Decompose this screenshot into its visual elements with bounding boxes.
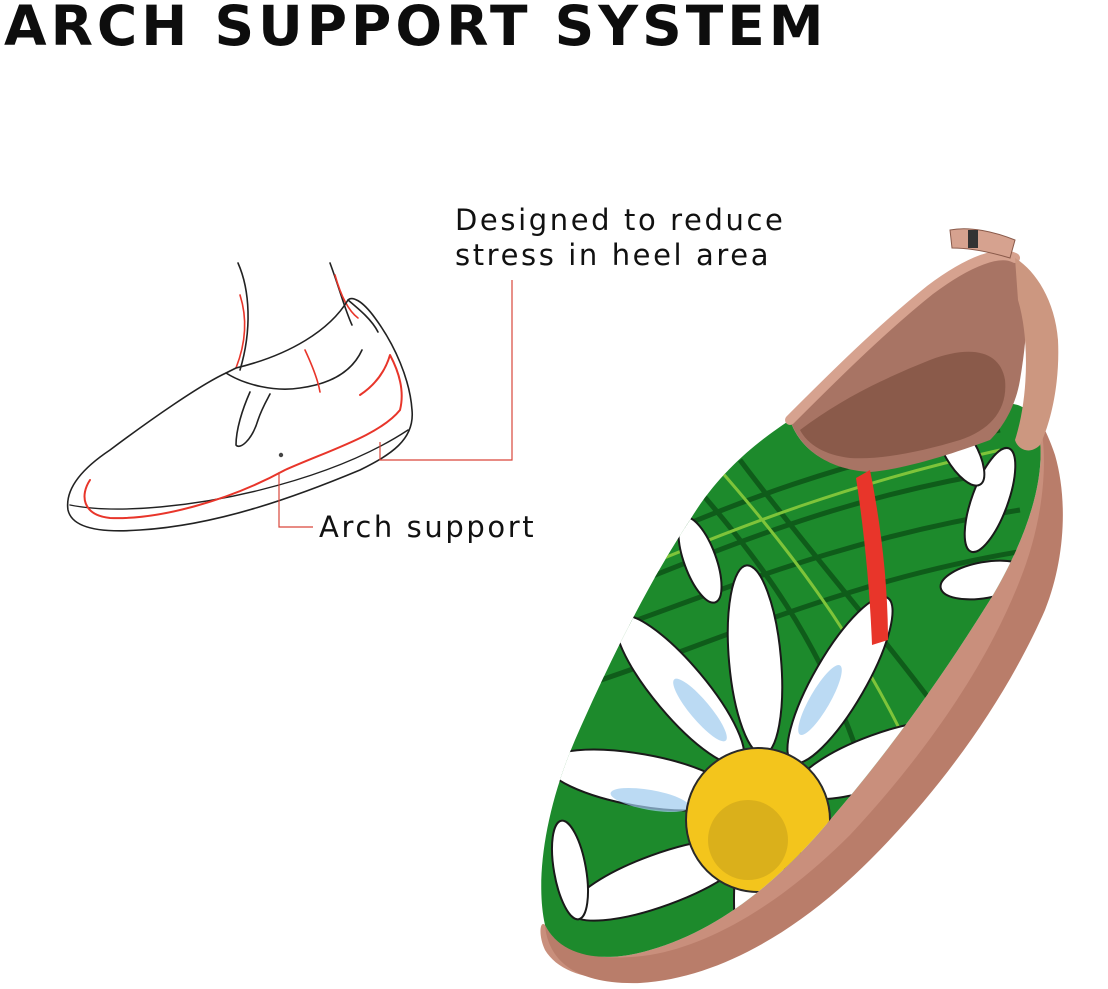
insole-red-curve — [304, 349, 321, 393]
heel-callout-line-1: Designed to reduce — [455, 203, 786, 237]
shoe-outline — [66, 297, 413, 532]
leg-red-back — [235, 294, 246, 369]
heel-callout-line — [379, 280, 513, 461]
arch-callout-line — [278, 472, 313, 528]
elastic-gore — [856, 470, 888, 645]
pull-tab-stripe — [968, 230, 978, 248]
callout-lines — [278, 280, 513, 528]
floral-shoe — [540, 228, 1063, 984]
page-title: ARCH SUPPORT SYSTEM — [4, 0, 828, 58]
heel-callout-label: Designed to reduce stress in heel area — [455, 203, 785, 273]
arch-callout-label: Arch support — [319, 510, 537, 544]
big-daisy-shading — [610, 665, 842, 813]
heel-pull-tab — [949, 228, 1016, 259]
side-gore — [235, 391, 271, 447]
heel-counter — [1015, 258, 1059, 451]
leg-outline-front — [329, 262, 353, 326]
sole-line — [69, 429, 409, 510]
leg-outline-back — [237, 262, 249, 371]
heel-callout-line-2: stress in heel area — [455, 238, 772, 272]
arch-dot — [278, 452, 284, 458]
shoe-insole — [800, 351, 1006, 459]
shoe-sole — [540, 420, 1053, 979]
footbed-red — [83, 354, 403, 520]
sole-bottom — [545, 420, 1063, 984]
shoe-collar — [225, 349, 363, 390]
shoe-heel-tab — [347, 299, 379, 333]
daisy-center-shade — [708, 800, 788, 880]
shoe-line-drawing — [66, 262, 413, 532]
shoe-collar-rim — [785, 250, 1020, 425]
